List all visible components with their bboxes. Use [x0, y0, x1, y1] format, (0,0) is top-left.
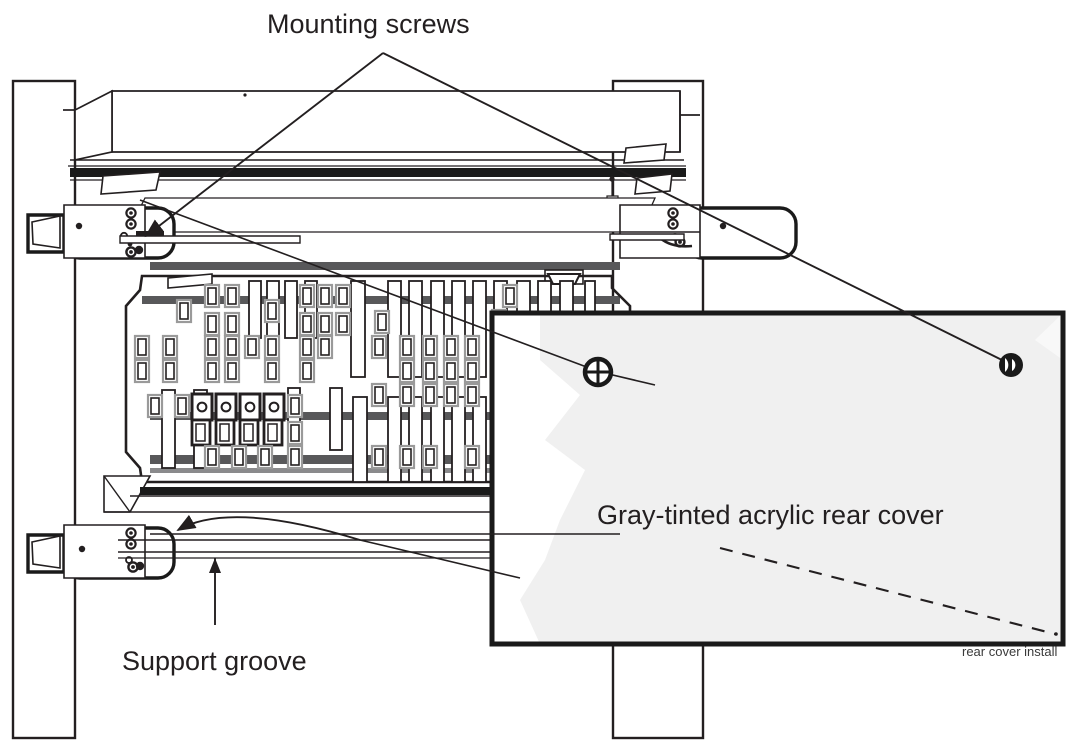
leader-cover-dashed	[719, 546, 1056, 636]
caption-rear-cover-install: rear cover install	[962, 644, 1057, 659]
mounting-bracket-top-right	[609, 204, 798, 260]
chassis-top-lid	[63, 89, 700, 233]
mounting-bracket-bottom-left	[26, 524, 620, 580]
lid-tab-right	[634, 173, 673, 195]
label-support-groove: Support groove	[122, 646, 307, 676]
screw-marker-panel	[582, 356, 614, 388]
leader-support-screw-tail	[359, 539, 521, 579]
label-mounting-screws: Mounting screws	[267, 9, 470, 39]
rack-post-left	[11, 79, 77, 740]
acrylic-rear-cover	[489, 310, 1066, 647]
chassis-upper-inner-plate	[126, 197, 656, 233]
leader-support-screw	[176, 514, 361, 541]
acrylic-highlight	[492, 313, 585, 644]
lid-tab-right-upper	[623, 143, 667, 164]
label-acrylic-cover: Gray-tinted acrylic rear cover	[597, 500, 944, 530]
lid-shadow-bar	[70, 168, 686, 177]
leader-mounting-screws-left	[144, 52, 384, 238]
lid-tab-left	[100, 171, 162, 195]
leader-panel-screw	[139, 199, 601, 373]
leader-mounting-screws-right	[382, 52, 1009, 364]
screw-marker-cover	[999, 353, 1023, 377]
acrylic-cover-border	[489, 310, 1066, 647]
callout-leaders	[139, 52, 1056, 636]
